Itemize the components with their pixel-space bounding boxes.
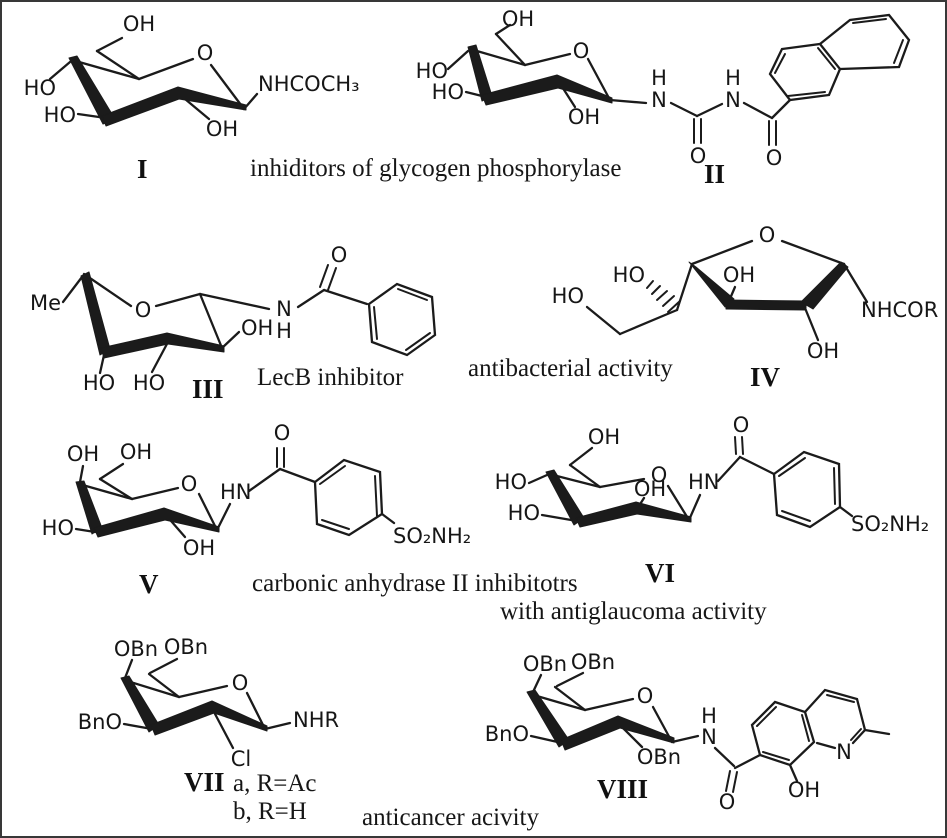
compound-numeral-II: II xyxy=(704,159,726,189)
atom-label-ring-o: O xyxy=(573,39,590,63)
atom-label-h: H xyxy=(276,319,292,343)
caption-vii-variant-a: a, R=Ac xyxy=(233,770,317,797)
atom-label-oh: OH xyxy=(183,536,215,560)
atom-label-h: H xyxy=(701,704,717,728)
bonds-structure-VIII xyxy=(526,671,891,793)
atom-label-nhr: NHR xyxy=(293,708,339,732)
atom-label-ho: HO xyxy=(432,80,464,104)
atom-label-oh: OH xyxy=(120,440,152,464)
atom-label-carbonyl-o: O xyxy=(719,790,736,814)
atom-label-cl: Cl xyxy=(231,747,252,771)
compound-numeral-IV: IV xyxy=(750,362,781,392)
atom-label-n: N xyxy=(276,297,292,321)
atom-label-ring-o: O xyxy=(135,298,152,322)
atom-label-n: N xyxy=(701,725,717,749)
caption-glycogen-phosphorylase: inhiditors of glycogen phosphorylase xyxy=(250,155,622,182)
atom-label-ho: HO xyxy=(416,59,448,83)
atom-label-oh: OH xyxy=(588,425,620,449)
compound-numeral-VI: VI xyxy=(645,558,676,588)
atom-label-oh: OH xyxy=(502,7,534,31)
atom-label-quinoline-n: N xyxy=(836,740,852,764)
atom-label-bno: BnO xyxy=(485,722,529,746)
structure-IV-drawing: O HO HO OH OH NHCOR xyxy=(552,223,939,363)
atom-label-ring-o: O xyxy=(759,223,776,247)
atom-label-ho: HO xyxy=(495,470,527,494)
compound-numeral-VIII: VIII xyxy=(597,774,649,804)
atom-label-ring-o: O xyxy=(197,41,214,65)
atom-label-carbonyl-o: O xyxy=(690,144,707,168)
atom-label-bno: BnO xyxy=(78,710,122,734)
atom-label-oh: OH xyxy=(241,316,273,340)
atom-label-oh: OH xyxy=(568,105,600,129)
atom-label-so2nh2: SO₂NH₂ xyxy=(393,524,471,548)
bonds-structure-VI xyxy=(527,436,854,529)
bonds-structure-VII xyxy=(120,657,292,750)
atom-label-ho: HO xyxy=(83,371,115,395)
structure-VIII-drawing: OBn OBn O BnO OBn H N O OH N xyxy=(485,650,891,814)
caption-lecb-inhibitor: LecB inhibitor xyxy=(257,364,404,391)
caption-antibacterial: antibacterial activity xyxy=(468,355,673,382)
atom-label-ho: HO xyxy=(44,103,76,127)
structure-I-drawing: OH O HO HO OH NHCOCH₃ xyxy=(24,12,360,141)
atom-label-obn: OBn xyxy=(637,745,681,769)
caption-anticancer: anticancer acivity xyxy=(362,804,539,831)
atom-label-ring-o: O xyxy=(651,463,668,487)
atom-label-hn: HN xyxy=(688,470,720,494)
atom-label-ring-o: O xyxy=(232,671,249,695)
atom-label-carbonyl-o: O xyxy=(733,413,750,437)
compound-numeral-VII: VII xyxy=(184,767,225,797)
caption-carbonic-anhydrase-line1: carbonic anhydrase II inhibitotrs xyxy=(252,570,578,597)
atom-label-oh: OH xyxy=(123,12,155,36)
bonds-structure-II xyxy=(446,13,911,146)
atom-label-obn: OBn xyxy=(164,635,208,659)
atom-label-oh: OH xyxy=(788,778,820,802)
compound-numeral-III: III xyxy=(192,374,224,404)
atom-label-carbonyl-o: O xyxy=(331,243,348,267)
bonds-structure-III xyxy=(61,264,437,375)
bonds-structure-IV xyxy=(585,239,869,342)
atom-label-ho: HO xyxy=(508,501,540,525)
atom-label-n: N xyxy=(725,88,741,112)
atom-label-ring-o: O xyxy=(637,684,654,708)
atom-label-ho: HO xyxy=(42,516,74,540)
atom-label-obn: OBn xyxy=(114,637,158,661)
atom-label-carbonyl-o: O xyxy=(766,146,783,170)
atom-label-carbonyl-o: O xyxy=(274,421,291,445)
atom-label-nhcoch3: NHCOCH₃ xyxy=(258,72,360,96)
atom-label-oh: OH xyxy=(67,442,99,466)
atom-label-me: Me xyxy=(30,291,61,315)
atom-label-ho: HO xyxy=(133,371,165,395)
structure-VI-drawing: OH HO HO O OH HN O SO₂NH₂ xyxy=(495,413,930,536)
structure-VII-drawing: OBn OBn O BnO Cl NHR xyxy=(78,635,339,771)
atom-label-oh: OH xyxy=(723,263,755,287)
atom-label-obn: OBn xyxy=(523,652,567,676)
structure-II-drawing: OH O HO HO OH H N O H N O xyxy=(416,7,911,170)
compound-numeral-V: V xyxy=(139,569,159,599)
compound-numeral-I: I xyxy=(137,154,148,184)
atom-label-ho: HO xyxy=(24,76,56,100)
bonds-structure-I xyxy=(48,36,259,127)
atom-label-n: N xyxy=(651,88,667,112)
caption-carbonic-anhydrase-line2: with antiglaucoma activity xyxy=(500,598,767,625)
atom-label-h: H xyxy=(651,66,667,90)
atom-label-ho: HO xyxy=(613,263,645,287)
atom-label-oh: OH xyxy=(634,477,666,501)
atom-label-so2nh2: SO₂NH₂ xyxy=(851,512,929,536)
atom-label-oh: OH xyxy=(206,117,238,141)
atom-label-h: H xyxy=(725,66,741,90)
atom-label-nhcor: NHCOR xyxy=(861,298,938,322)
atom-label-ho: HO xyxy=(552,284,584,308)
bonds-structure-V xyxy=(74,447,396,539)
structure-V-drawing: OH OH O HO OH HN O SO₂NH₂ xyxy=(42,421,472,560)
atom-label-oh: OH xyxy=(807,339,839,363)
caption-vii-variant-b: b, R=H xyxy=(233,798,307,825)
atom-label-hn: HN xyxy=(220,480,252,504)
atom-label-ring-o: O xyxy=(181,472,198,496)
atom-label-obn: OBn xyxy=(571,650,615,674)
structure-III-drawing: Me O OH N H O HO HO xyxy=(30,243,437,395)
